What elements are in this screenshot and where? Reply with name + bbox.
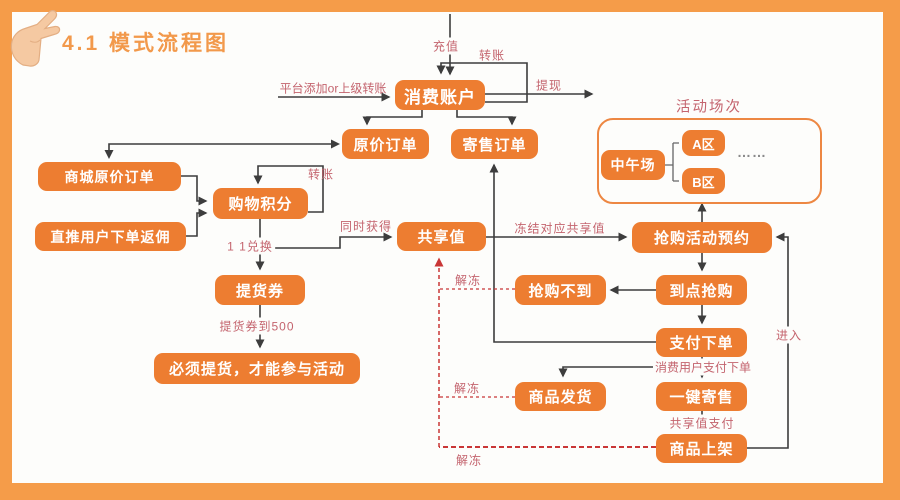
node-one-click-consign: 一键寄售 bbox=[656, 382, 747, 411]
edge-label-voucher-500: 提货券到500 bbox=[217, 317, 297, 335]
ellipsis-label: …… bbox=[737, 144, 767, 160]
node-rush-buy: 到点抢购 bbox=[656, 275, 747, 305]
edge-label-unfreeze-1: 解冻 bbox=[454, 273, 482, 288]
node-area-a: A区 bbox=[682, 130, 725, 156]
edge-label-share-pay: 共享值支付 bbox=[667, 414, 737, 432]
node-rush-reserve: 抢购活动预约 bbox=[632, 222, 772, 253]
edge-label-freeze-share: 冻结对应共享值 bbox=[514, 221, 606, 236]
edge-label-unfreeze-3: 解冻 bbox=[455, 453, 483, 468]
pointing-hand-icon bbox=[10, 10, 61, 67]
node-share-value: 共享值 bbox=[397, 222, 486, 251]
edge-label-exchange: 1 1兑换 bbox=[225, 237, 275, 255]
node-must-pickup: 必须提货，才能参与活动 bbox=[154, 353, 360, 384]
node-mall-original-order: 商城原价订单 bbox=[38, 162, 181, 191]
node-noon-session: 中午场 bbox=[601, 150, 665, 180]
sessions-title-label: 活动场次 bbox=[676, 99, 742, 116]
activity-sessions-group bbox=[597, 118, 822, 204]
node-shopping-points: 购物积分 bbox=[213, 188, 308, 219]
page-title: 4.1 模式流程图 bbox=[62, 32, 230, 55]
edge-label-transfer-points: 转账 bbox=[307, 167, 335, 182]
node-area-b: B区 bbox=[682, 168, 725, 194]
node-pickup-voucher: 提货券 bbox=[215, 275, 305, 305]
node-goods-listed: 商品上架 bbox=[656, 434, 747, 463]
node-consign-order: 寄售订单 bbox=[451, 129, 538, 159]
edge-label-recharge: 充值 bbox=[430, 37, 462, 55]
edge-label-enter: 进入 bbox=[773, 326, 805, 344]
edge-label-withdraw: 提现 bbox=[535, 78, 563, 93]
node-direct-rebate: 直推用户下单返佣 bbox=[35, 222, 186, 251]
node-pay-order: 支付下单 bbox=[656, 328, 747, 357]
edge-label-transfer-top: 转账 bbox=[478, 48, 506, 63]
edge-label-unfreeze-2: 解冻 bbox=[453, 381, 481, 396]
node-goods-shipped: 商品发货 bbox=[515, 382, 606, 411]
edge-label-simultaneous: 同时获得 bbox=[339, 219, 393, 234]
edge-label-consumer-pay: 消费用户支付下单 bbox=[652, 358, 754, 376]
node-original-order: 原价订单 bbox=[342, 129, 429, 159]
edge-label-platform-add: 平台添加or上级转账 bbox=[279, 81, 387, 96]
node-consume-account: 消费账户 bbox=[395, 80, 485, 110]
node-rush-fail: 抢购不到 bbox=[515, 275, 606, 305]
